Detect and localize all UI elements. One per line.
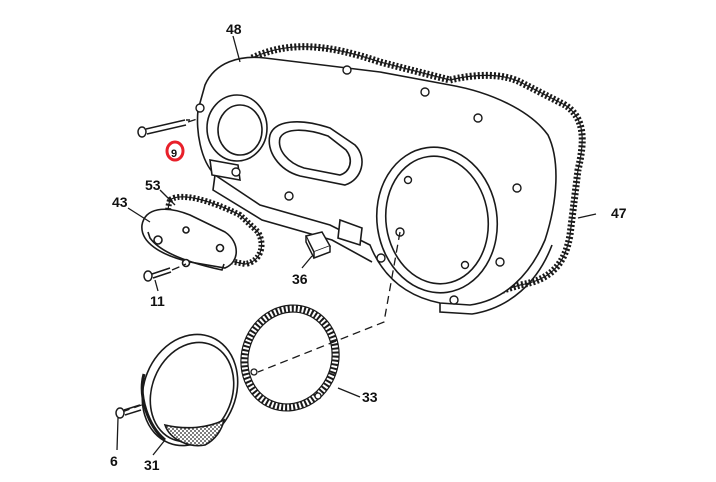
- screw-11: [143, 267, 172, 282]
- screw-marked: [137, 119, 190, 138]
- callout-47: 47: [611, 205, 627, 221]
- outer-cover-gasket: [250, 43, 586, 304]
- part-36-block: [304, 231, 332, 260]
- cover-bolt-holes: [195, 65, 522, 305]
- derby-cover: [140, 333, 239, 447]
- primary-cover: [196, 56, 557, 315]
- callout-33: 33: [362, 389, 378, 405]
- red-marker: [165, 140, 185, 162]
- callout-36: 36: [292, 271, 308, 287]
- derby-gasket-ring: [240, 304, 340, 412]
- callout-43: 43: [112, 194, 128, 210]
- callout-6: 6: [110, 453, 118, 469]
- screw-6: [115, 404, 142, 419]
- inspection-cover: [141, 208, 238, 271]
- callout-48: 48: [226, 21, 242, 37]
- leader-lines: [116, 35, 597, 456]
- callout-11: 11: [150, 293, 165, 309]
- callout-53: 53: [145, 177, 161, 193]
- callout-marked: 9: [171, 148, 177, 160]
- callout-31: 31: [144, 457, 160, 473]
